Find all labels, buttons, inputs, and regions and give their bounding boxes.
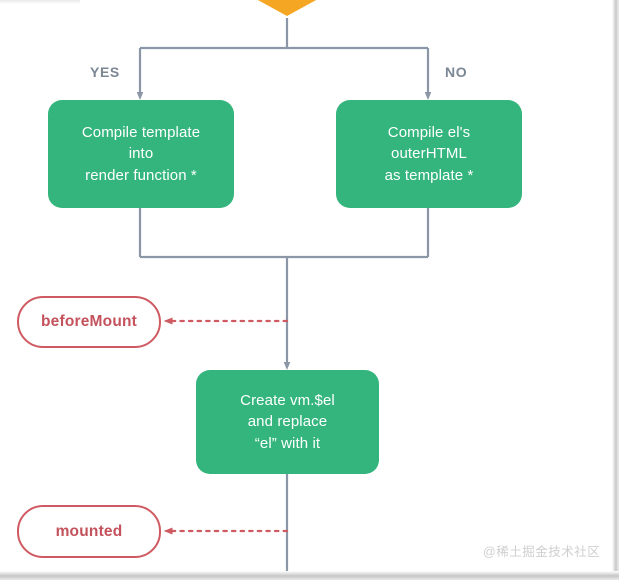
lifecycle-hook-label: mounted: [55, 522, 123, 540]
lifecycle-hook-before-mount[interactable]: beforeMount: [17, 296, 161, 348]
branch-label-no: NO: [445, 64, 468, 80]
process-line: into: [128, 145, 154, 163]
process-line: as template *: [384, 166, 474, 184]
process-node-create-vm-el[interactable]: Create vm.$el and replace “el” with it: [196, 370, 379, 474]
process-node-compile-outerhtml[interactable]: Compile el's outerHTML as template *: [336, 100, 522, 208]
canvas-edge-bottom: [0, 571, 619, 580]
process-line: “el” with it: [254, 434, 321, 452]
process-line: Create vm.$el: [240, 392, 335, 410]
branch-label-yes: YES: [90, 64, 120, 80]
canvas-edge-right: [612, 0, 619, 580]
process-line: Compile el's: [387, 124, 471, 142]
process-line: and replace: [247, 413, 328, 431]
canvas-edge-top: [0, 0, 80, 4]
lifecycle-hook-label: beforeMount: [40, 313, 138, 330]
process-line: render function *: [85, 166, 197, 184]
decision-diamond-icon: [256, 0, 318, 16]
watermark-text: @稀土掘金技术社区: [483, 545, 601, 559]
process-line: outerHTML: [391, 145, 467, 163]
process-node-compile-template[interactable]: Compile template into render function *: [48, 100, 234, 208]
process-line: Compile template: [81, 124, 201, 142]
lifecycle-hook-mounted[interactable]: mounted: [17, 505, 161, 558]
